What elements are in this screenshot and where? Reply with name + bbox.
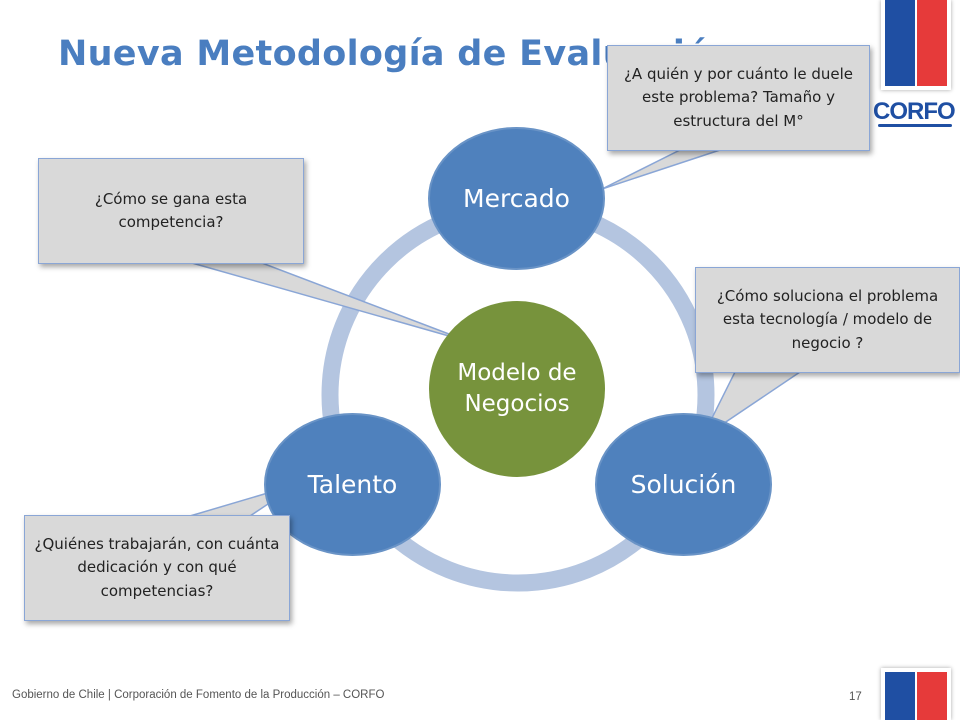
- callout-solucion: ¿Cómo soluciona el problema esta tecnolo…: [695, 267, 960, 373]
- flag-blue-stripe: [885, 672, 915, 720]
- chile-flag-bottom: [881, 668, 951, 720]
- footer-text: Gobierno de Chile | Corporación de Fomen…: [12, 689, 385, 701]
- corfo-logo: CORFO: [873, 98, 956, 125]
- callout-tail-mercado: [601, 149, 721, 190]
- callout-mercado: ¿A quién y por cuánto le duele este prob…: [607, 45, 870, 151]
- callout-modelo: ¿Cómo se gana esta competencia?: [38, 158, 304, 264]
- node-modelo-de-negocios: Modelo de Negocios: [429, 301, 605, 477]
- flag-red-stripe: [917, 672, 947, 720]
- corfo-logo-underline: [878, 124, 952, 127]
- node-modelo-label: Modelo de Negocios: [457, 359, 577, 417]
- page-number: 17: [849, 691, 862, 703]
- node-solucion: Solución: [595, 413, 772, 556]
- node-mercado: Mercado: [428, 127, 605, 270]
- callout-talento: ¿Quiénes trabajarán, con cuánta dedicaci…: [24, 515, 290, 621]
- flag-red-stripe: [917, 0, 947, 86]
- node-talento: Talento: [264, 413, 441, 556]
- flag-blue-stripe: [885, 0, 915, 86]
- chile-flag-top: [881, 0, 951, 90]
- callout-tail-modelo: [191, 262, 471, 343]
